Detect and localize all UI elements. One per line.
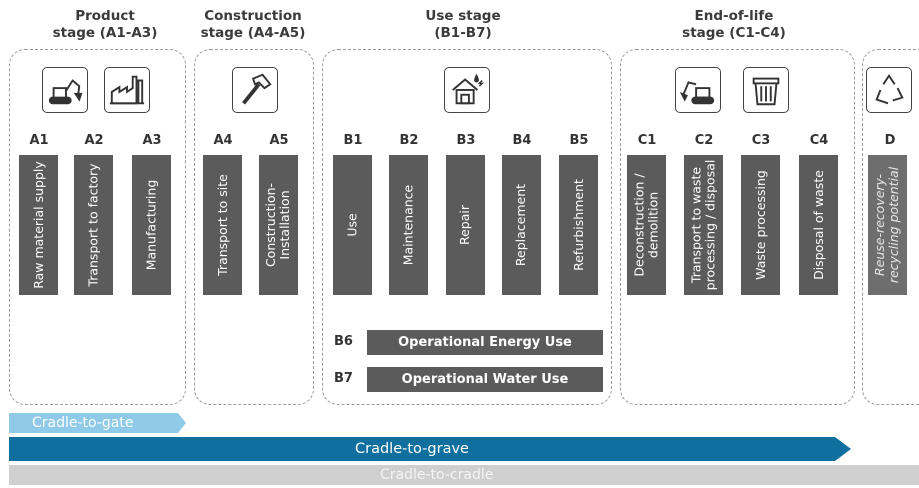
module-code-a4: A4 [213, 133, 233, 148]
operational-bar-b7: Operational Water Use [367, 367, 603, 392]
module-label-line: Installation [277, 190, 293, 260]
module-code-b2: B2 [399, 133, 419, 148]
module-bar-a4: Transport to site [203, 155, 242, 295]
cradle-to-cradle-label: Cradle-to-cradle [380, 467, 494, 483]
module-code-b3: B3 [456, 133, 476, 148]
stage-title-line: (B1-B7) [434, 25, 492, 41]
module-label: Use [344, 213, 360, 237]
module-code-b5: B5 [569, 133, 589, 148]
stage-title-product: Product stage (A1-A3) [40, 8, 170, 42]
hammer-icon [232, 67, 278, 113]
module-bar-a1: Raw material supply [19, 155, 58, 295]
module-label: Construction- Installation [264, 183, 293, 267]
module-label-line: recycling potential [886, 166, 902, 284]
stage-title-line: stage (C1-C4) [682, 25, 786, 41]
module-code-b7: B7 [334, 371, 353, 386]
group-end-of-life-stage [620, 49, 855, 405]
module-code-b4: B4 [512, 133, 532, 148]
group-use-stage [322, 49, 612, 405]
stage-title-line: stage (A1-A3) [52, 25, 158, 41]
module-bar-c1: Deconstruction / demolition [627, 155, 666, 295]
module-bar-b3: Repair [446, 155, 485, 295]
module-bar-a2: Transport to factory [74, 155, 113, 295]
module-code-a2: A2 [84, 133, 104, 148]
module-label: Waste processing [752, 170, 768, 280]
module-label: Transport to factory [85, 163, 101, 287]
module-code-d: D [884, 133, 896, 148]
module-label: Deconstruction / demolition [631, 173, 661, 277]
module-label: Raw material supply [30, 161, 46, 289]
module-bar-b1: Use [333, 155, 372, 295]
stage-title-construction: Construction stage (A4-A5) [188, 8, 318, 42]
excavator-icon [42, 67, 88, 113]
module-label-line: Deconstruction / [631, 173, 647, 277]
module-label: Manufacturing [143, 179, 159, 271]
factory-icon [104, 67, 150, 113]
module-label: Transport to site [214, 174, 230, 276]
stage-title-line: Use stage [425, 8, 501, 24]
group-product-stage [9, 49, 186, 405]
module-code-a5: A5 [269, 133, 289, 148]
operational-bar-b6: Operational Energy Use [367, 330, 603, 355]
module-code-b6: B6 [334, 334, 353, 349]
trash-bin-icon [743, 67, 789, 113]
module-label: Disposal of waste [810, 170, 826, 280]
module-label: Replacement [513, 183, 529, 267]
module-code-b1: B1 [343, 133, 363, 148]
module-bar-d: Reuse-recovery- recycling potential [868, 155, 907, 295]
stage-title-line: stage (A4-A5) [200, 25, 306, 41]
stage-title-use: Use stage (B1-B7) [403, 8, 523, 42]
module-code-c2: C2 [694, 133, 714, 148]
excavator-icon [675, 67, 721, 113]
module-code-a1: A1 [29, 133, 49, 148]
cradle-to-grave-label: Cradle-to-grave [355, 441, 469, 457]
group-beyond-system [862, 49, 919, 405]
stage-title-line: End-of-life [694, 8, 774, 24]
module-label: Transport to waste processing / disposal [689, 159, 718, 291]
module-bar-a3: Manufacturing [132, 155, 171, 295]
module-label: Refurbishment [570, 179, 586, 271]
module-bar-a5: Construction- Installation [259, 155, 298, 295]
module-bar-c2: Transport to waste processing / disposal [684, 155, 723, 295]
module-bar-b2: Maintenance [389, 155, 428, 295]
cradle-to-gate-label: Cradle-to-gate [32, 415, 134, 431]
module-label-line: processing / disposal [702, 159, 718, 291]
stage-title-line: Construction [204, 8, 302, 24]
module-label: Reuse-recovery- recycling potential [873, 166, 902, 284]
module-code-a3: A3 [142, 133, 162, 148]
module-label: Repair [457, 204, 473, 246]
module-label: Maintenance [400, 184, 416, 266]
recycle-icon [866, 67, 912, 113]
group-construction-stage [194, 49, 314, 405]
house-icon [444, 67, 490, 113]
module-code-c4: C4 [809, 133, 829, 148]
stage-title-end-of-life: End-of-life stage (C1-C4) [669, 8, 799, 42]
module-bar-c4: Disposal of waste [799, 155, 838, 295]
module-code-c3: C3 [751, 133, 771, 148]
stage-title-line: Product [75, 8, 135, 24]
module-label-line: demolition [645, 191, 661, 259]
module-code-c1: C1 [637, 133, 657, 148]
module-bar-c3: Waste processing [741, 155, 780, 295]
module-bar-b4: Replacement [502, 155, 541, 295]
module-bar-b5: Refurbishment [559, 155, 598, 295]
